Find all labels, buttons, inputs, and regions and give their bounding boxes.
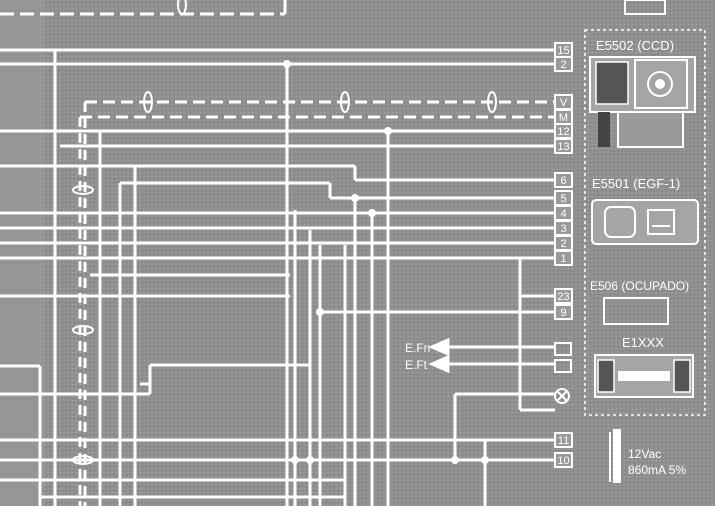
junction-dots [283,60,489,464]
vertical-wires [53,50,555,506]
terminal-box [554,250,573,266]
egf-label: E5501 (EGF-1) [592,176,680,191]
terminal-label: 15 [557,45,569,57]
shield-line [78,102,87,506]
top-bus [0,0,287,16]
ccd-label: E5502 (CCD) [596,38,674,53]
signal-arrows [428,337,555,374]
terminal-block-d: 239 [554,288,573,320]
ocupado-module [603,297,669,325]
wires [0,48,555,506]
terminal-label: 5 [560,193,566,205]
terminal-block-b: VM 12 13 [554,94,573,154]
cable-marker [177,0,187,15]
terminal-label: 1 [560,253,566,265]
terminal-label: 2 [560,59,566,71]
terminal-box [554,432,573,448]
arrow-label-upper: E.Fn [405,341,430,355]
terminal-box [554,138,573,154]
cable-markers [72,91,497,465]
terminal-box [554,452,573,468]
terminal-label: 6 [560,175,566,187]
terminal-box [554,304,573,320]
ocupado-label: E506 (OCUPADO) [590,279,689,293]
terminal-label: 3 [560,223,566,235]
power-voltage: 12Vac [628,447,661,461]
egf-module [591,199,699,245]
terminal-label: 10 [557,455,569,467]
e1xxx-label: E1XXX [622,335,664,350]
terminal-label: 4 [560,208,566,220]
terminal-label: V [560,97,568,109]
power-supply-symbol [609,429,621,483]
top-component [624,0,666,15]
terminal-label: 23 [557,291,569,303]
terminal-label: M [559,112,568,124]
terminal-label: 9 [560,307,566,319]
terminal-label: 13 [557,141,569,153]
terminal-box [554,56,573,72]
e1xxx-pins [554,342,572,404]
left-region [0,0,45,506]
ccd-module [589,56,696,148]
terminal-box [554,172,573,188]
e1xxx-module [594,354,694,398]
terminal-block-a: 152 [554,42,573,72]
terminal-label: 11 [558,435,569,447]
terminal-label: 2 [560,238,566,250]
arrow-label-lower: E.Ft [405,358,428,372]
terminal-block-c: 6 5 4 3 2 1 [554,172,573,266]
terminal-block-e: 11 10 [554,432,573,468]
power-current: 860mA 5% [628,463,686,477]
terminal-label: 12 [557,126,569,138]
module-panel [584,29,706,416]
terminal-box [554,288,573,304]
